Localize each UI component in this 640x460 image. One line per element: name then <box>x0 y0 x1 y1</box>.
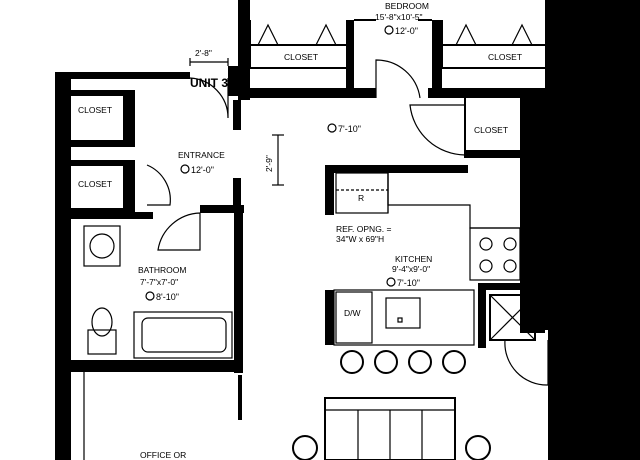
walls <box>55 0 640 460</box>
entrance-ceiling: 12'-0" <box>191 165 214 175</box>
bathroom-fixtures <box>83 225 233 359</box>
ceiling-icon <box>327 123 337 133</box>
dishwasher-label: D/W <box>344 308 361 318</box>
bath-right-wall <box>234 205 243 373</box>
dishwasher <box>335 291 373 344</box>
bedroom-ceiling: 12'-0" <box>395 26 418 36</box>
bedroom-dims: 15'-8"x10'-5" <box>375 12 423 22</box>
bathroom-ceiling: 8'-10" <box>156 292 179 302</box>
bathroom-dims: 7'-7"x7'-0" <box>140 277 178 287</box>
bathtub <box>133 311 233 359</box>
unit-top-wall <box>55 72 190 79</box>
closet-wall-lower <box>71 160 135 166</box>
ceiling-icon <box>384 25 394 35</box>
bedroom-left-wall <box>238 0 250 100</box>
bedroom-bottom-wall-left <box>238 88 376 98</box>
bedroom-divider-left <box>346 20 354 98</box>
bathroom-door <box>157 212 201 251</box>
bedroom-bottom-wall-right <box>428 88 545 98</box>
door-width-dim: 2'-8" <box>195 48 212 58</box>
ref-size: 34"W x 69"H <box>336 234 384 244</box>
ceiling-icon <box>386 277 396 287</box>
closet-wall-bottom <box>71 208 135 214</box>
ceiling-icon <box>180 164 190 174</box>
bath-door-stub <box>238 375 242 420</box>
hall-closet-door <box>146 164 171 206</box>
bath-sink <box>83 225 121 267</box>
closet-label: CLOSET <box>78 105 112 115</box>
closet-wall-side-b <box>123 160 135 214</box>
right-closet-door <box>409 104 466 156</box>
stool <box>408 350 432 374</box>
bedroom-divider-right <box>432 20 442 98</box>
stove <box>469 227 521 281</box>
living-ceiling: 7'-10" <box>338 124 361 134</box>
ceiling-symbols <box>145 25 396 301</box>
kitchen-right-wall <box>520 98 545 333</box>
stool <box>340 350 364 374</box>
bedroom-closets <box>249 19 545 69</box>
shaft-left-wall <box>478 283 486 348</box>
kitchen-counter-wall <box>325 290 334 345</box>
kitchen-left-wall <box>325 165 334 215</box>
entry-width-dim: 2'-9" <box>264 155 274 172</box>
entry-right-wall <box>233 100 241 130</box>
ref-opening: REF. OPNG. = <box>336 224 392 234</box>
right-exterior-wall <box>545 0 640 460</box>
stool <box>374 350 398 374</box>
closet-label: CLOSET <box>474 125 508 135</box>
sofa <box>324 397 456 460</box>
side-table-left <box>292 435 318 460</box>
counter-upper <box>387 173 520 229</box>
left-exterior-wall <box>55 75 71 460</box>
toilet-bowl <box>91 307 113 337</box>
lower-counter <box>333 289 475 346</box>
bedroom-door <box>375 59 421 99</box>
toilet-tank <box>87 329 117 355</box>
entry-right-wall-lower <box>233 178 241 213</box>
bathroom-name: BATHROOM <box>138 265 186 275</box>
stool <box>442 350 466 374</box>
kitchen-dims: 9'-4"x9'-0" <box>392 264 430 274</box>
entrance-door <box>189 77 229 119</box>
door-top-jamb <box>228 66 240 96</box>
bedroom-name: BEDROOM <box>385 1 429 11</box>
bath-top-wall <box>71 212 153 219</box>
bath-top-wall-right <box>200 205 244 213</box>
bath-bottom-wall <box>71 360 243 372</box>
dimension-marks <box>189 58 284 186</box>
unit-label: UNIT 3 <box>190 76 228 90</box>
shaft-top-wall <box>478 283 548 290</box>
closet-wall-mid <box>71 140 135 147</box>
kitchen-top-wall <box>325 165 468 173</box>
fridge-label: R <box>358 193 364 203</box>
closet-label: CLOSET <box>78 179 112 189</box>
living-furniture <box>292 397 491 460</box>
shaft-door <box>504 339 549 386</box>
kitchen-name: KITCHEN <box>395 254 432 264</box>
closet-right-bottom <box>465 150 525 158</box>
closet-wall-top <box>71 90 123 96</box>
closet-wall-side-a <box>123 90 135 146</box>
kitchen-ceiling: 7'-10" <box>397 278 420 288</box>
ceiling-icon <box>145 291 155 301</box>
office-name: OFFICE OR <box>140 450 186 460</box>
closet-label: CLOSET <box>488 52 522 62</box>
labels: UNIT 3 2'-8" 2'-9" BEDROOM 15'-8"x10'-5"… <box>78 1 522 460</box>
entrance-name: ENTRANCE <box>178 150 225 160</box>
closet-label: CLOSET <box>284 52 318 62</box>
side-table-right <box>465 435 491 460</box>
sink <box>385 297 421 329</box>
mechanical-shaft <box>489 294 536 341</box>
kitchen-fixtures <box>333 172 536 374</box>
